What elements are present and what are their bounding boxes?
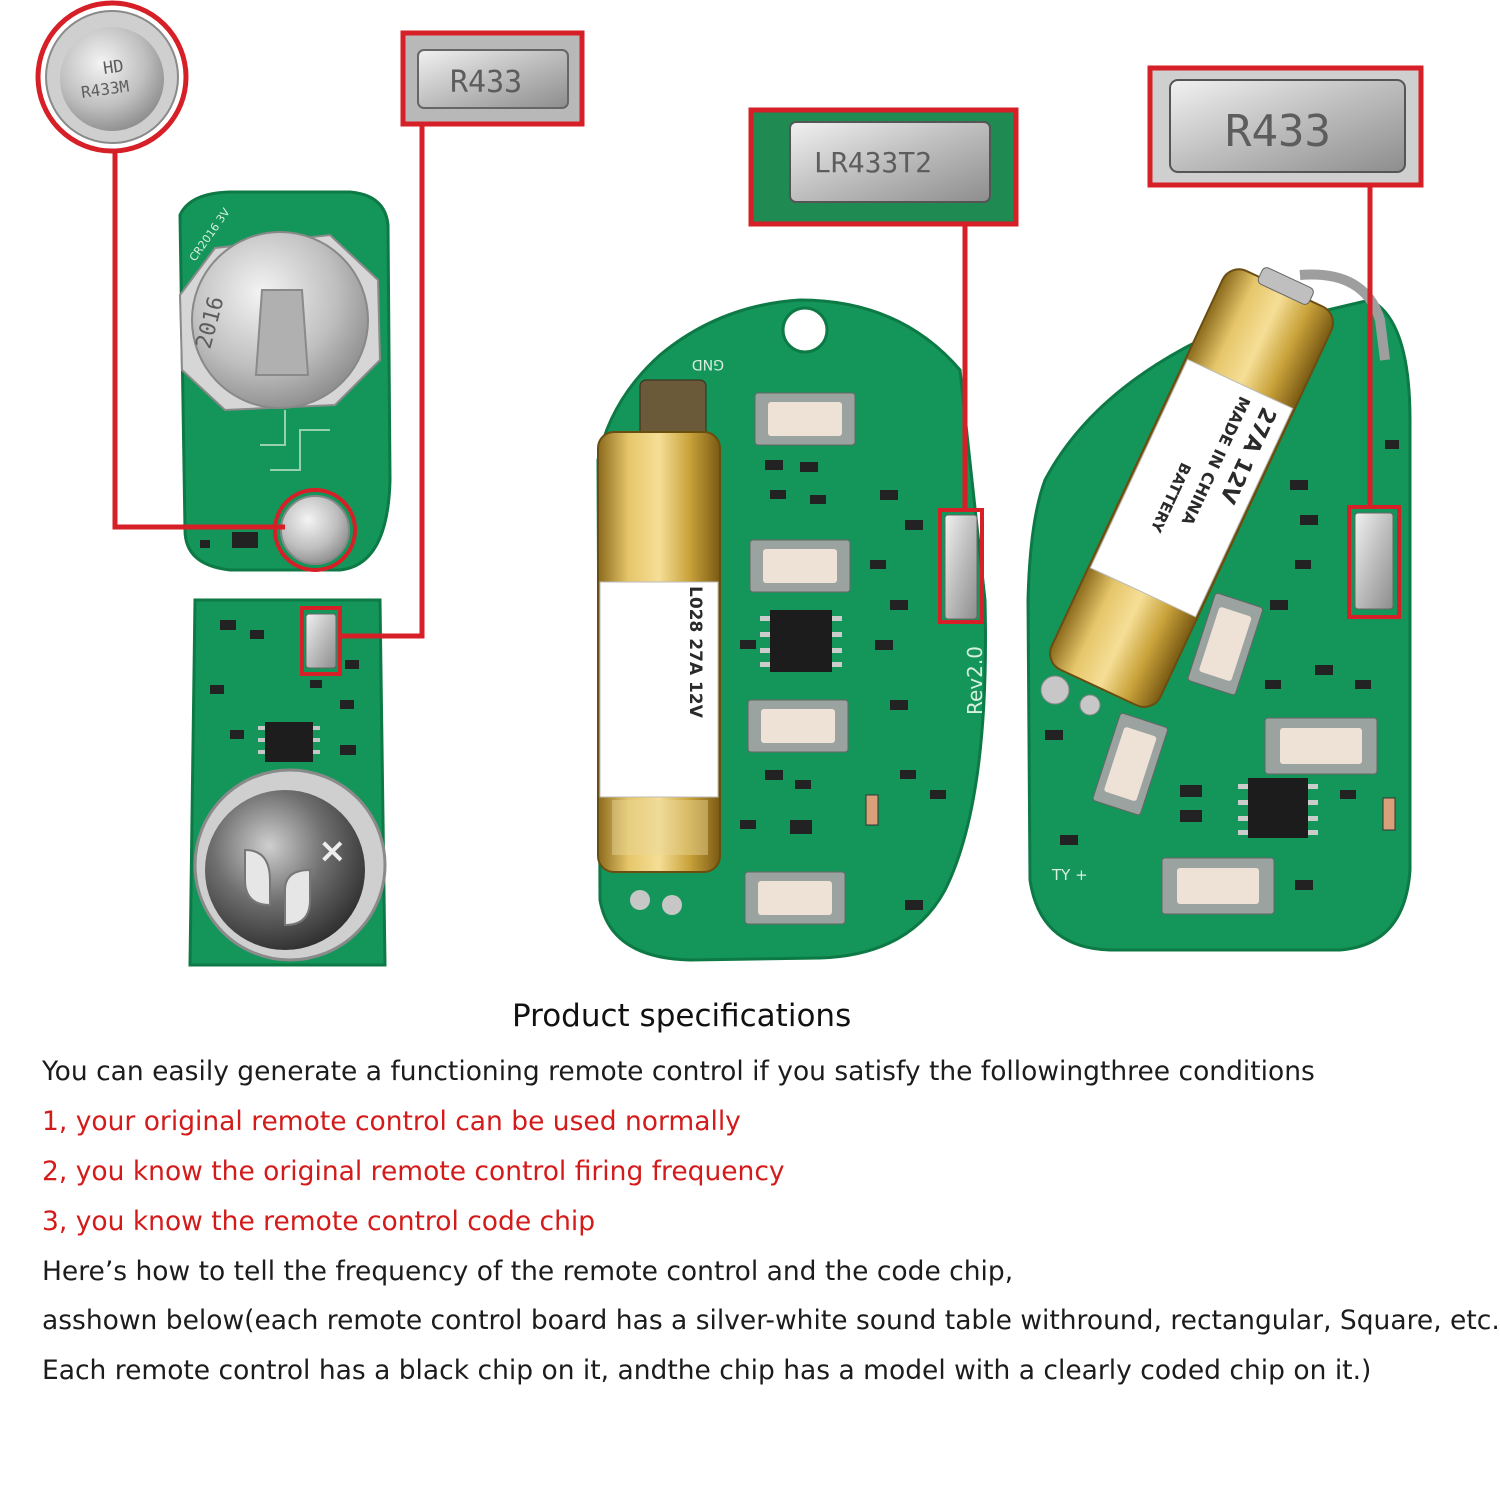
code-chip	[1248, 778, 1308, 838]
note-2: asshown below(each remote control board …	[42, 1305, 1500, 1336]
left-board-bottom: ×	[188, 598, 387, 967]
tactile-button	[1161, 857, 1275, 915]
svg-text:×: ×	[318, 831, 347, 871]
code-chip	[770, 610, 832, 672]
round-resonator-label-top: HD	[102, 56, 125, 79]
condition-2: 2, you know the original remote control …	[42, 1156, 785, 1187]
tactile-button	[747, 699, 849, 753]
callout-round-resonator: HD R433M	[35, 0, 357, 572]
callout-chip-right: R433	[1147, 65, 1424, 619]
condition-3: 3, you know the remote control code chip	[42, 1206, 596, 1237]
rev-label: Rev2.0	[963, 646, 987, 715]
chip-label-left: R433	[450, 65, 522, 100]
tactile-button	[749, 539, 851, 593]
callout-chip-left: R433	[300, 30, 585, 676]
gnd-label: GND	[692, 356, 724, 372]
tactile-button	[1092, 712, 1169, 816]
battery-27a-12v: 27A 12V MADE IN CHINA BATTERY	[1049, 267, 1334, 708]
tactile-button	[744, 871, 846, 925]
tactile-button	[1187, 592, 1264, 696]
middle-board: GND Rev2.0 L028 27A 12V	[596, 298, 987, 962]
note-1: Here’s how to tell the frequency of the …	[42, 1256, 1014, 1287]
product-photo-collage: 2016 CR2016 3V	[35, 0, 1424, 967]
condition-1: 1, your original remote control can be u…	[42, 1106, 741, 1137]
chip-label-middle: LR433T2	[814, 146, 932, 179]
callout-chip-middle: LR433T2	[748, 107, 1019, 624]
tactile-button	[754, 392, 856, 446]
battery-27a: L028 27A 12V	[597, 379, 721, 873]
ty-label: TY +	[1051, 866, 1088, 884]
chip-label-right: R433	[1225, 106, 1331, 157]
right-board: 27A 12V MADE IN CHINA BATTERY	[1026, 267, 1412, 952]
left-board-top: 2016 CR2016 3V	[178, 190, 392, 572]
battery-label: L028 27A 12V	[685, 586, 705, 719]
note-3: Each remote control has a black chip on …	[42, 1355, 1372, 1386]
spec-title: Product specifications	[512, 998, 852, 1034]
spec-intro: You can easily generate a functioning re…	[42, 1056, 1315, 1087]
pcb-illustration: 2016 CR2016 3V	[35, 0, 1424, 967]
tactile-button	[1264, 717, 1378, 775]
